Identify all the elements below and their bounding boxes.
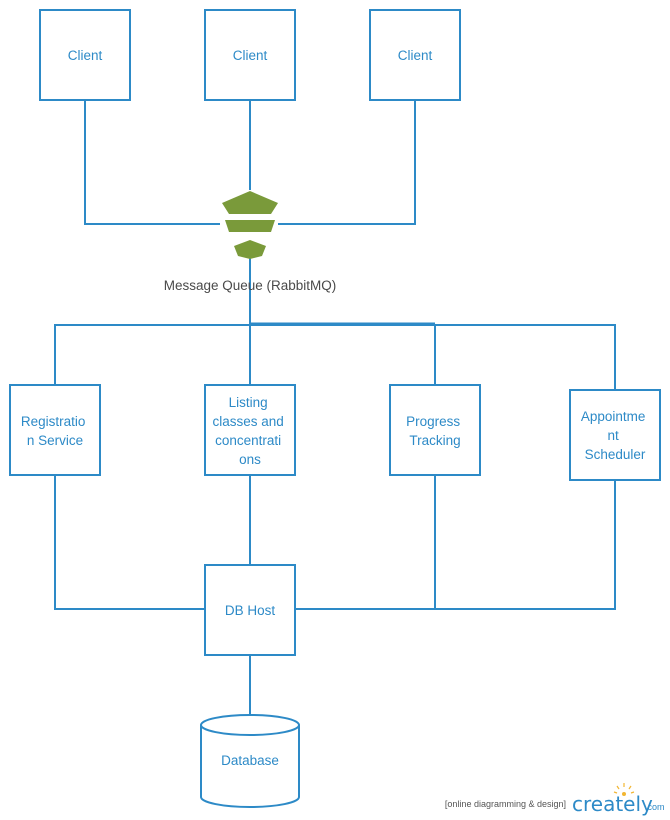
appointment-scheduler-node: Appointme nt Scheduler bbox=[569, 389, 661, 481]
client-box bbox=[39, 9, 131, 101]
service-label-line: concentrati bbox=[215, 433, 281, 448]
service-box bbox=[9, 384, 101, 476]
queue-icon-top bbox=[222, 191, 278, 214]
service-box bbox=[569, 389, 661, 481]
db-host-node: DB Host bbox=[204, 564, 296, 656]
database-label: Database bbox=[221, 753, 279, 768]
service-label: Appointme nt Scheduler bbox=[581, 409, 649, 462]
listing-classes-service-node: Listing classes and concentrati ons bbox=[204, 384, 296, 476]
services: Registratio n Service Listing classes an… bbox=[9, 384, 661, 481]
connector-client-3-queue bbox=[278, 100, 416, 225]
service-label-line: Listing bbox=[229, 395, 268, 410]
db-connectors bbox=[54, 475, 616, 715]
watermark-domain: .com bbox=[645, 802, 665, 812]
connector-client-1-queue bbox=[84, 100, 220, 225]
message-queue-icon bbox=[222, 191, 278, 259]
message-queue-label: Message Queue (RabbitMQ) bbox=[164, 278, 337, 293]
connector-progress-dbhost bbox=[295, 475, 436, 610]
bulb-icon bbox=[613, 783, 635, 796]
client-node: Client bbox=[204, 9, 296, 101]
service-label-line: classes and bbox=[212, 414, 283, 429]
service-label-line: Progress bbox=[406, 414, 460, 429]
client-connectors bbox=[84, 100, 416, 225]
service-label-line: Tracking bbox=[409, 433, 460, 448]
service-label-line: nt bbox=[607, 428, 619, 443]
client-label: Client bbox=[68, 48, 103, 63]
database-cylinder-body bbox=[200, 725, 300, 808]
service-label-line: Scheduler bbox=[585, 447, 646, 462]
service-bus bbox=[54, 258, 616, 390]
registration-service-node: Registratio n Service bbox=[9, 384, 101, 476]
service-box bbox=[204, 384, 296, 476]
database-cylinder-top bbox=[200, 714, 300, 736]
creately-watermark: [online diagramming & design] creately .… bbox=[445, 783, 665, 816]
queue-icon-bottom bbox=[234, 240, 266, 259]
service-label-line: n Service bbox=[27, 433, 83, 448]
client-box bbox=[369, 9, 461, 101]
queue-icon-middle bbox=[225, 220, 275, 232]
client-node: Client bbox=[369, 9, 461, 101]
watermark-tagline: [online diagramming & design] bbox=[445, 799, 566, 809]
database-node: Database bbox=[200, 714, 300, 808]
client-node: Client bbox=[39, 9, 131, 101]
client-box bbox=[204, 9, 296, 101]
service-label-line: Appointme bbox=[581, 409, 646, 424]
service-label: Listing classes and concentrati ons bbox=[212, 395, 287, 467]
service-label-line: ons bbox=[239, 452, 261, 467]
db-host-box bbox=[204, 564, 296, 656]
connector-registration-dbhost bbox=[54, 475, 205, 610]
connector-appointment-dbhost bbox=[435, 480, 616, 610]
db-host-label: DB Host bbox=[225, 603, 276, 618]
client-label: Client bbox=[233, 48, 268, 63]
clients: Client Client Client bbox=[39, 9, 461, 101]
service-box bbox=[389, 384, 481, 476]
client-label: Client bbox=[398, 48, 433, 63]
service-label-line: Registratio bbox=[21, 414, 86, 429]
service-label: Progress Tracking bbox=[406, 414, 464, 448]
watermark-brand: creately bbox=[572, 792, 653, 816]
progress-tracking-node: Progress Tracking bbox=[389, 384, 481, 476]
service-label: Registratio n Service bbox=[21, 414, 89, 448]
